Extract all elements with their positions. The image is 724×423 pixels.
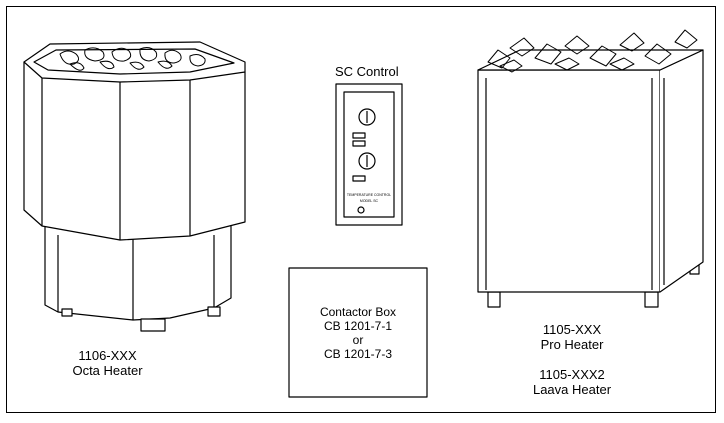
octa-heater-illustration (23, 41, 246, 332)
contactor-caption: Contactor Box CB 1201-7-1 or CB 1201-7-3 (289, 305, 427, 361)
pro-name: Pro Heater (540, 337, 604, 352)
diagram-frame (6, 6, 716, 413)
contactor-model-a: CB 1201-7-1 (323, 319, 393, 333)
control-panel-text-1: TEMPERATURE CONTROL (347, 193, 391, 197)
contactor-or: or (352, 333, 364, 347)
pro-heater-caption: 1105-XXX Pro Heater (512, 322, 632, 352)
laava-name: Laava Heater (532, 382, 612, 397)
octa-name: Octa Heater (72, 363, 143, 378)
contactor-model-b: CB 1201-7-3 (323, 347, 393, 361)
sc-control-panel (335, 83, 403, 226)
octa-heater-caption: 1106-XXX Octa Heater (45, 348, 170, 378)
pro-heater-illustration (477, 29, 704, 308)
octa-model: 1106-XXX (78, 348, 137, 363)
contactor-title: Contactor Box (319, 305, 397, 319)
laava-heater-caption: 1105-XXX2 Laava Heater (512, 367, 632, 397)
pro-model: 1105-XXX (542, 322, 602, 337)
laava-model: 1105-XXX2 (539, 367, 605, 382)
contactor-box (288, 267, 428, 398)
sc-control-title: SC Control (335, 64, 399, 79)
control-panel-text-2: MODEL SC (360, 199, 379, 203)
